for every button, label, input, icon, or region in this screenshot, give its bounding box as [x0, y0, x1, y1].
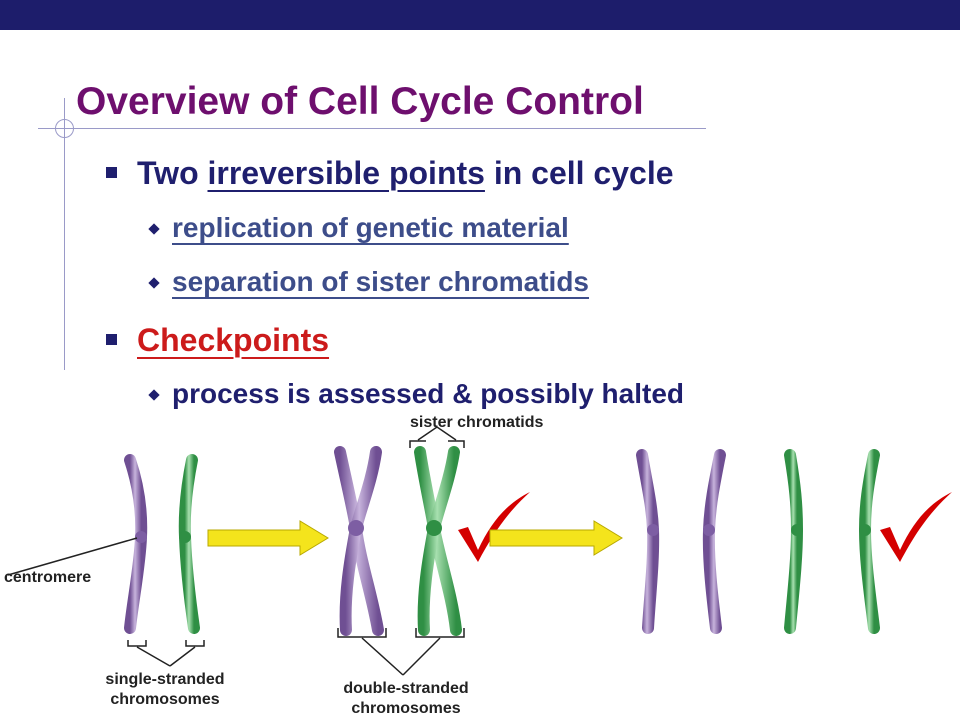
- checkmark-icon: [880, 492, 952, 562]
- purple-chromosome-double: [334, 446, 384, 636]
- double-stranded-label: double-stranded chromosomes: [318, 679, 494, 719]
- label-line: single-stranded: [105, 671, 225, 688]
- centromere-label: centromere: [4, 569, 92, 586]
- subbullet-process: process is assessed & possibly halted: [148, 378, 685, 410]
- replication-link[interactable]: replication of genetic material: [172, 212, 569, 243]
- bracket-double: [337, 628, 465, 638]
- green-chromosome-single: [178, 454, 200, 634]
- bullet-irreversible-points: Two irreversible points in cell cycle: [106, 155, 674, 192]
- sister-chromatids-label: sister chromatids: [410, 414, 544, 431]
- subbullet-separation: separation of sister chromatids: [148, 266, 590, 298]
- top-bar: [0, 0, 960, 30]
- bullet-text: in cell cycle: [484, 155, 674, 191]
- pointer-lines-sister: [417, 426, 457, 441]
- decor-line-horizontal: [38, 128, 706, 129]
- separation-link[interactable]: separation of sister chromatids: [172, 266, 590, 297]
- label-line: chromosomes: [110, 691, 220, 708]
- arrow-right-icon: [207, 520, 329, 556]
- decor-line-vertical: [64, 98, 65, 370]
- purple-chromatid-1: [636, 449, 660, 634]
- green-chromosome-double: [414, 446, 462, 636]
- label-line: double-stranded: [343, 680, 469, 697]
- centromere-pointer: [7, 537, 138, 576]
- pointer-lines-single: [136, 646, 196, 667]
- irreversible-points-link[interactable]: irreversible points: [207, 155, 485, 191]
- checkpoints-link[interactable]: Checkpoints: [137, 322, 330, 358]
- green-chromatid-2: [858, 449, 880, 634]
- square-bullet-icon: [106, 167, 117, 178]
- slide-title: Overview of Cell Cycle Control: [76, 80, 644, 123]
- decor-circle: [55, 119, 74, 138]
- pointer-lines-double: [361, 637, 441, 676]
- green-chromatid-1: [784, 449, 804, 634]
- bullet-checkpoints: Checkpoints: [106, 322, 329, 359]
- purple-chromatid-2: [702, 449, 726, 634]
- checkmark-icon: [458, 492, 530, 562]
- label-line: chromosomes: [351, 700, 461, 717]
- bracket-sister-chromatids: [409, 440, 465, 448]
- arrow-right-icon: [489, 520, 623, 556]
- single-stranded-label: single-stranded chromosomes: [80, 670, 250, 710]
- square-bullet-icon: [106, 334, 117, 345]
- bullet-text: process is assessed & possibly halted: [172, 378, 685, 409]
- bracket-single: [127, 640, 205, 647]
- purple-chromosome-single: [124, 454, 148, 634]
- bullet-text: Two: [137, 155, 208, 191]
- subbullet-replication: replication of genetic material: [148, 212, 569, 244]
